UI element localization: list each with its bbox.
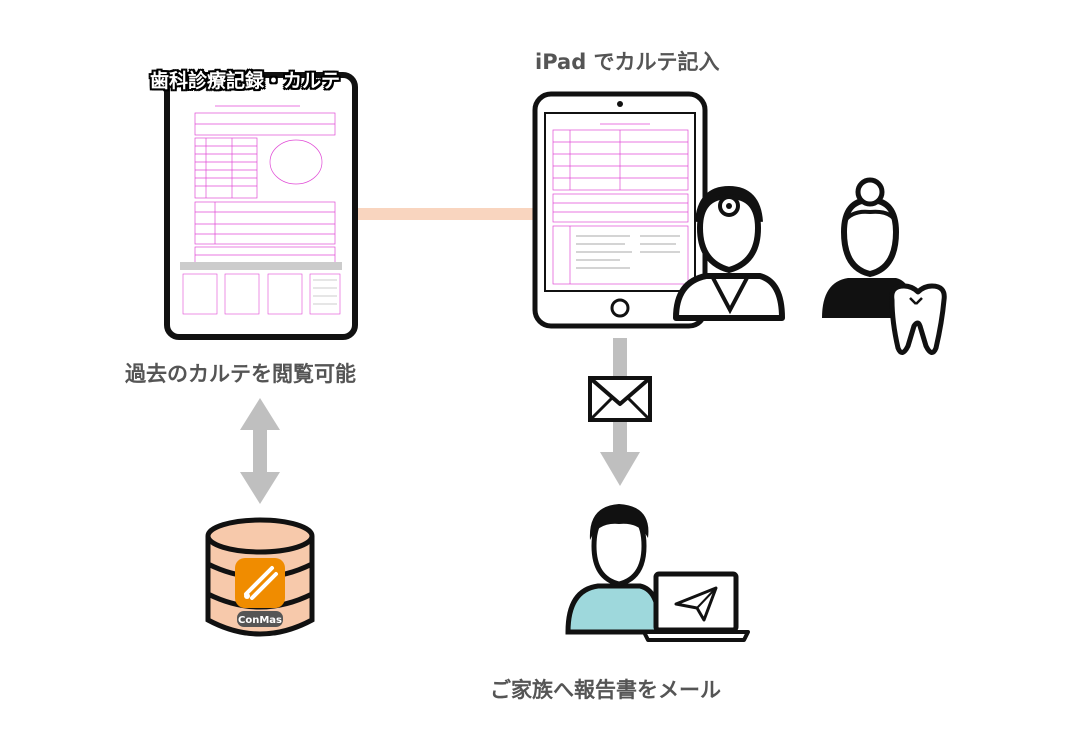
bidirectional-arrow [240,398,280,504]
connector-line [356,208,540,220]
conmas-app-name: ConMas [238,615,282,626]
tooth-icon [889,283,947,355]
ipad-entry-label: iPad でカルテ記入 [535,50,720,74]
family-report-label: ご家族へ報告書をメール [490,678,721,702]
past-records-label: 過去のカルテを閲覧可能 [125,362,356,386]
dentist-icon [673,185,785,321]
family-member-icon [565,504,663,635]
paper-record-title: 歯科診療記録・カルテ [150,70,341,92]
paper-record-device [164,72,358,340]
envelope-icon [588,376,652,422]
conmas-app-icon [235,558,285,627]
laptop-icon [642,571,750,642]
ipad-device [532,91,708,329]
